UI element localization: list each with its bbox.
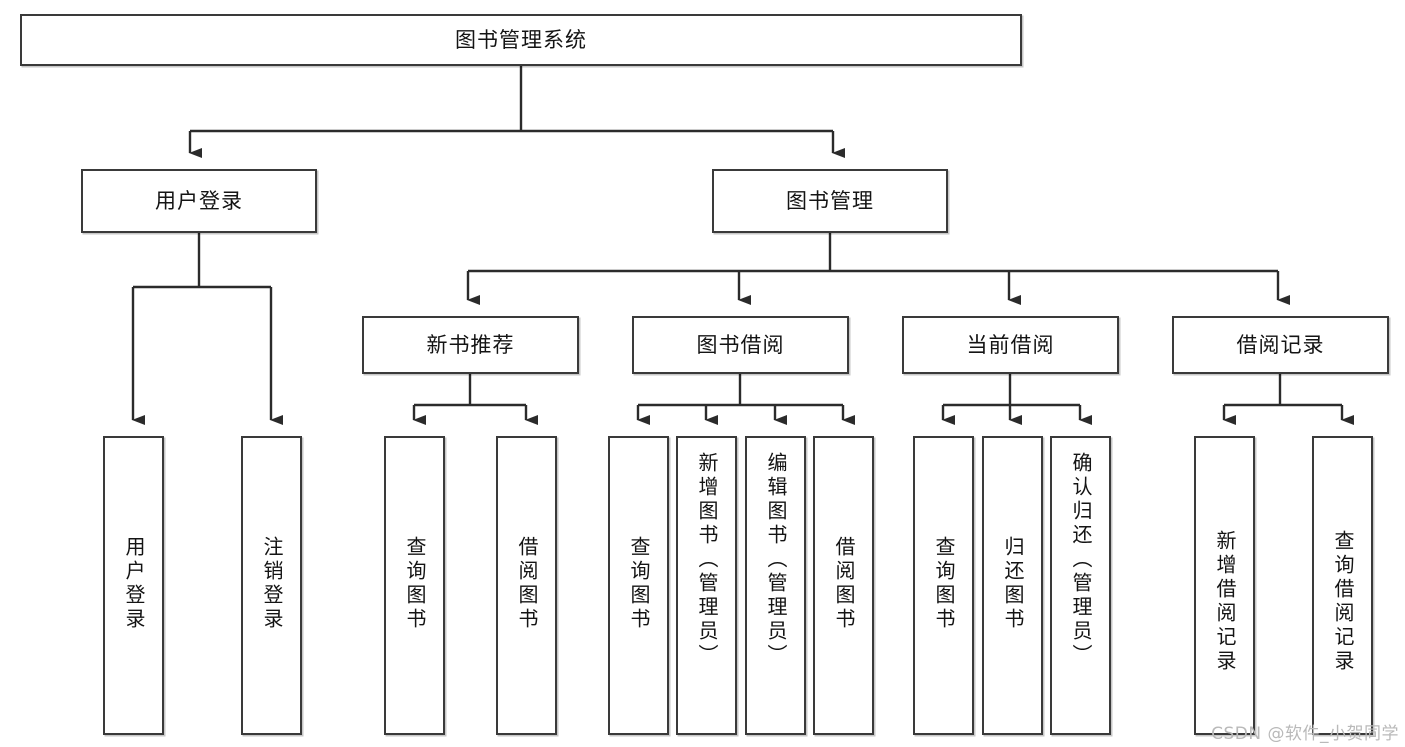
leaf-label: 编辑图书（管理员）	[764, 452, 788, 668]
leaf-borrow-record-query[interactable]: 查询借阅记录	[1312, 436, 1373, 735]
node-book-borrow[interactable]: 图书借阅	[632, 316, 849, 374]
leaf-user-login-signin[interactable]: 用户登录	[103, 436, 164, 735]
leaf-book-borrow-borrow[interactable]: 借阅图书	[813, 436, 874, 735]
leaf-book-borrow-query[interactable]: 查询图书	[608, 436, 669, 735]
leaf-label: 新增借阅记录	[1213, 530, 1237, 674]
leaf-user-login-signout[interactable]: 注销登录	[241, 436, 302, 735]
leaf-current-borrow-query[interactable]: 查询图书	[913, 436, 974, 735]
leaf-label: 查询图书	[403, 536, 427, 632]
leaf-book-borrow-add[interactable]: 新增图书（管理员）	[676, 436, 737, 735]
node-book-management-label: 图书管理	[786, 188, 874, 213]
leaf-label: 查询图书	[627, 536, 651, 632]
node-book-management[interactable]: 图书管理	[712, 169, 948, 233]
leaf-label: 确认归还（管理员）	[1069, 452, 1093, 668]
node-current-borrow[interactable]: 当前借阅	[902, 316, 1119, 374]
node-root[interactable]: 图书管理系统	[20, 14, 1022, 66]
node-book-borrow-label: 图书借阅	[696, 332, 785, 357]
leaf-new-book-query[interactable]: 查询图书	[384, 436, 445, 735]
leaf-label: 借阅图书	[515, 536, 539, 632]
watermark: CSDN @软件_小贺同学	[1211, 724, 1399, 744]
node-current-borrow-label: 当前借阅	[966, 332, 1055, 357]
leaf-label: 查询借阅记录	[1331, 530, 1355, 674]
node-borrow-record[interactable]: 借阅记录	[1172, 316, 1389, 374]
leaf-label: 归还图书	[1001, 536, 1025, 632]
node-new-book-recommend-label: 新书推荐	[426, 332, 515, 357]
leaf-label: 注销登录	[260, 536, 284, 632]
node-new-book-recommend[interactable]: 新书推荐	[362, 316, 579, 374]
leaf-label: 用户登录	[122, 536, 146, 632]
leaf-current-borrow-confirm[interactable]: 确认归还（管理员）	[1050, 436, 1111, 735]
leaf-label: 查询图书	[932, 536, 956, 632]
leaf-label: 借阅图书	[832, 536, 856, 632]
leaf-label: 新增图书（管理员）	[695, 452, 719, 668]
node-root-label: 图书管理系统	[455, 27, 587, 52]
node-user-login-label: 用户登录	[155, 188, 243, 213]
leaf-borrow-record-add[interactable]: 新增借阅记录	[1194, 436, 1255, 735]
leaf-current-borrow-return[interactable]: 归还图书	[982, 436, 1043, 735]
node-borrow-record-label: 借阅记录	[1236, 332, 1325, 357]
node-user-login[interactable]: 用户登录	[81, 169, 317, 233]
leaf-new-book-borrow[interactable]: 借阅图书	[496, 436, 557, 735]
leaf-book-borrow-edit[interactable]: 编辑图书（管理员）	[745, 436, 806, 735]
